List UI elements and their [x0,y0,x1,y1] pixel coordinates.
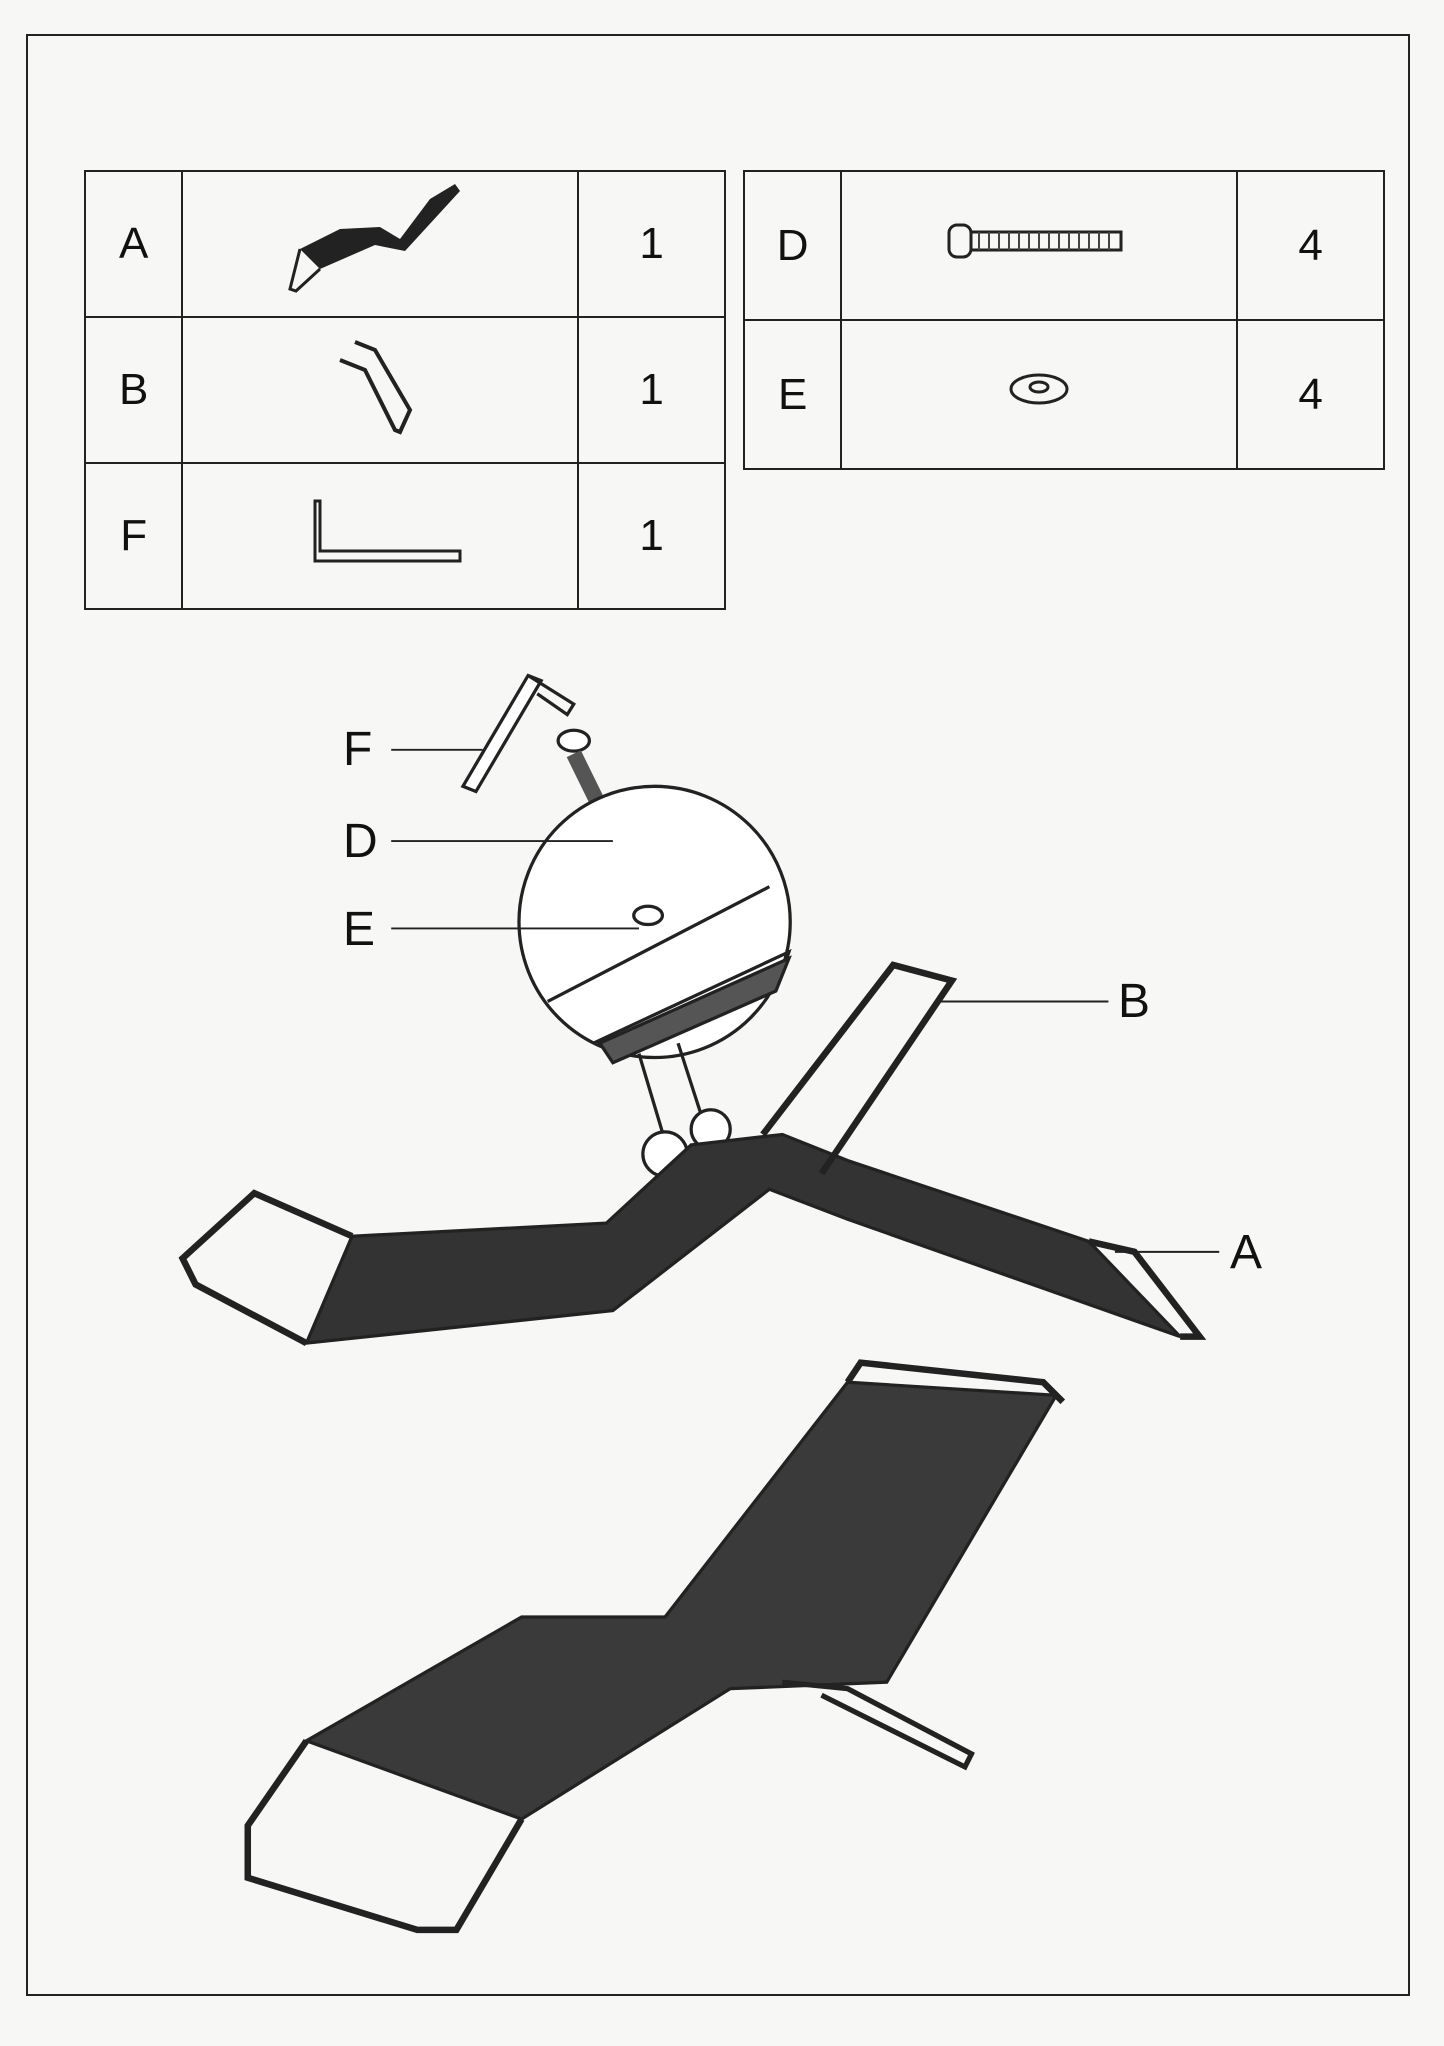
callout-d: D [343,815,378,868]
table-row: F 1 [83,462,726,610]
table-row: B 1 [83,316,726,464]
callout-f: F [343,723,373,776]
table-row: A 1 [83,170,726,318]
part-quantity: 1 [577,316,726,464]
backrest-frame-icon [181,316,580,464]
table-row: E 4 [742,319,1385,470]
part-label: F [83,462,184,610]
page-frame [26,34,1410,1996]
allen-key-icon [181,462,580,610]
parts-table-left: A 1 B 1 F 1 [83,170,726,610]
washer-icon [840,319,1239,470]
part-label: D [742,170,843,321]
lounger-finished-drawing [244,1359,1066,1934]
part-label: A [83,170,184,318]
part-label: B [83,316,184,464]
parts-table-right: D 4 E 4 [742,170,1385,470]
callout-b: B [1118,975,1151,1028]
bolt-icon [840,170,1239,321]
part-quantity: 4 [1236,170,1385,321]
part-quantity: 1 [577,170,726,318]
callout-a: A [1230,1226,1263,1279]
lounger-assembly-drawing [178,961,1207,1347]
callout-lines [391,748,1220,1253]
part-quantity: 4 [1236,319,1385,470]
allen-key-drawing [460,673,577,794]
part-label: E [742,319,843,470]
table-row: D 4 [742,170,1385,321]
lounger-frame-icon [181,170,580,318]
callout-e: E [343,903,376,956]
detail-magnifier [517,784,792,1178]
part-quantity: 1 [577,462,726,610]
